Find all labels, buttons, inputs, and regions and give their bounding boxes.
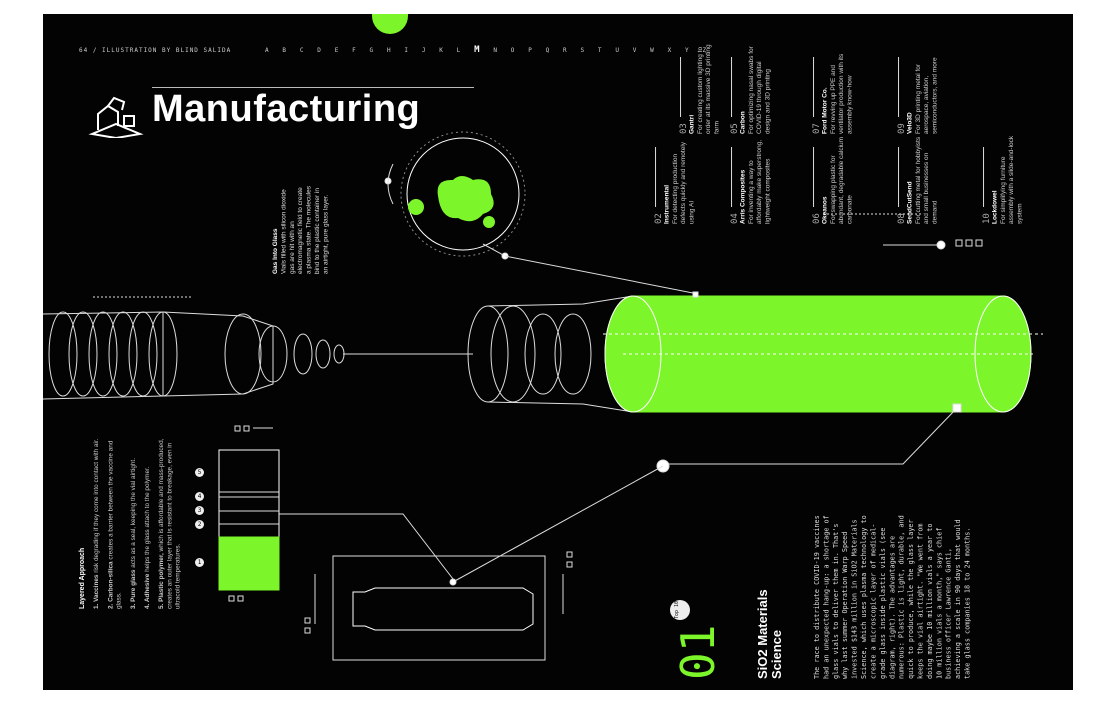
item-name: Okeanos [821, 196, 829, 224]
step-lead: 2. Carbon-silica [107, 561, 115, 609]
marker-4: 4 [195, 492, 204, 501]
section-tab [372, 14, 408, 34]
rank-number: 01 [671, 624, 725, 680]
item-rule [813, 57, 814, 118]
item-desc: For 3D printing metal for aerospace, avi… [914, 57, 939, 134]
item-name: Carbon [739, 111, 747, 134]
plasma-magnifier [384, 131, 699, 298]
marker-5: 5 [195, 468, 204, 477]
green-cylinder [603, 295, 1043, 413]
page-title: Manufacturing [152, 88, 421, 130]
vial-illustration [43, 131, 1043, 661]
item-name: Gantri [688, 114, 696, 134]
item-name: Lockdowel [991, 190, 999, 224]
company-name: SiO2 Materials Science [755, 589, 784, 679]
item-rule [983, 147, 984, 208]
step: 2. Carbon-silica creates a barrier betwe… [107, 429, 123, 609]
item-number: 02 [654, 213, 664, 224]
item-name: Instrumental [663, 184, 671, 224]
item-rule [731, 147, 732, 208]
folio: 64 / ILLUSTRATION BY BLIND SALIDA [79, 47, 232, 54]
magazine-spread: 64 / ILLUSTRATION BY BLIND SALIDA A B C … [43, 14, 1073, 690]
step: 1. Vaccines risk degrading if they come … [93, 429, 101, 609]
gas-body: Vials filled with silicon dioxide gas ar… [280, 185, 330, 274]
item-desc: For revving up PPE and ventilator produc… [829, 53, 854, 134]
alphabet-before: A B C D E F G H I J K L [265, 47, 466, 54]
item-desc: For detecting production defects quickly… [671, 141, 696, 224]
item-desc: For simplifying furniture assembly with … [999, 135, 1024, 224]
item-number: 08 [897, 213, 907, 224]
item-desc: For inventing a way to affordably make s… [747, 139, 772, 224]
item-rule [655, 147, 656, 208]
step: 3. Pure glass acts as a seal, keeping th… [130, 429, 138, 609]
item-number: 05 [730, 123, 740, 134]
item-rule [731, 57, 732, 118]
alphabet-index: A B C D E F G H I J K L M N O P Q R S T … [265, 45, 711, 55]
item-number: 04 [730, 213, 740, 224]
gas-heading: Gas Into Glass [272, 228, 279, 274]
step-text: acts as a seal, keeping the vial airtigh… [129, 458, 137, 570]
item-desc: For cutting metal for hobbyists and smal… [914, 136, 939, 224]
item-desc: For optimizing nasal swabs for COVID-19 … [747, 46, 772, 134]
list-item: 07 Ford Motor Co.For revving up PPE and … [812, 44, 855, 134]
factory-robot-icon [88, 96, 144, 138]
item-number: 06 [812, 213, 822, 224]
layered-approach-caption: Layered Approach 1. Vaccines risk degrad… [79, 429, 189, 609]
center-vial [467, 295, 653, 413]
left-tube [43, 311, 473, 400]
title-rule [152, 87, 474, 88]
alphabet-after: N O P Q R S T U V W X Y Z [493, 47, 712, 54]
step-lead: 3. Pure glass [129, 569, 137, 609]
item-name: Velo3D [906, 112, 914, 134]
alphabet-current: M [474, 45, 485, 55]
step-lead: 5. Plastic polymer, [158, 553, 166, 609]
item-desc: For swapping plastic for abundant, degra… [829, 136, 854, 224]
item-number: 07 [812, 123, 822, 134]
marker-3: 3 [195, 506, 204, 515]
marker-2: 2 [195, 520, 204, 529]
step: 4. Adhesive helps the glass attach to th… [144, 429, 152, 609]
item-name: SendCutSend [906, 181, 914, 224]
step: 5. Plastic polymer, which is affordable … [158, 429, 183, 609]
layer-diagram [218, 425, 454, 602]
layered-heading: Layered Approach [79, 547, 86, 609]
step-lead: 4. Adhesive [144, 573, 152, 609]
item-name: Ford Motor Co. [821, 87, 829, 134]
item-name: Arris Composites [739, 169, 747, 224]
item-rule [680, 57, 681, 118]
callouts [93, 213, 983, 586]
step-text: risk degrading if they come into contact… [93, 438, 101, 575]
step-text: helps the glass attach to the polymer. [144, 466, 152, 574]
item-rule [898, 147, 899, 208]
vial-box [304, 551, 573, 661]
item-rule [813, 147, 814, 208]
top10-badge: Top 10 [670, 600, 690, 620]
item-number: 03 [679, 123, 689, 134]
item-desc: For creating custom lighting to order at… [696, 44, 721, 134]
item-number: 09 [897, 123, 907, 134]
feature-body: The race to distribute COVID-19 vaccines… [813, 515, 972, 679]
item-rule [898, 57, 899, 118]
item-number: 10 [982, 213, 992, 224]
marker-1: 1 [195, 558, 204, 567]
step-lead: 1. Vaccines [93, 574, 101, 609]
